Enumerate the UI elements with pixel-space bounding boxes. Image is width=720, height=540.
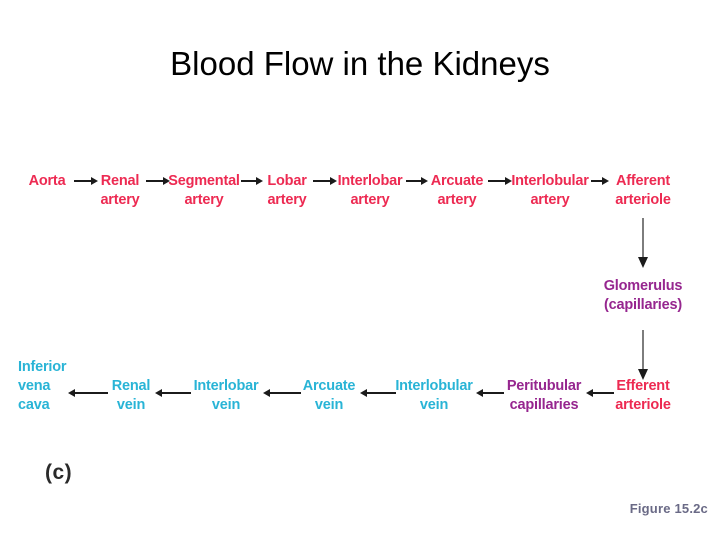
node-interlobular-vein: Interlobular vein [390,377,478,415]
node-line: arteriole [615,397,671,413]
node-glomerulus: Glomerulus (capillaries) [590,277,696,315]
node-line: Interlobar [337,173,403,189]
panel-label-c: (c) [45,461,73,484]
arrow-renal-vein-to-inferior-vena-cava [68,388,108,397]
node-line: vein [314,397,344,413]
node-line: vein [419,397,449,413]
node-line: arteriole [615,192,671,208]
node-line: cava [18,397,50,413]
node-line: Arcuate [302,378,356,394]
node-interlobar-artery: Interlobar artery [331,172,409,210]
node-line: Afferent [616,173,670,189]
node-interlobular-artery: Interlobular artery [506,172,594,210]
node-line: vein [116,397,146,413]
arrow-peritubular-capillaries-to-interlobular-vein [476,388,504,397]
node-line: Interlobular [511,173,589,189]
arrow-interlobular-artery-to-afferent-arteriole [591,176,609,185]
node-line: Peritubular [506,378,582,394]
page-title: Blood Flow in the Kidneys [170,45,550,82]
node-line: Interlobar [193,378,259,394]
node-line: artery [267,192,307,208]
node-line: (capillaries) [604,297,682,313]
node-line: Lobar [267,173,307,189]
node-line: Efferent [616,378,670,394]
node-arcuate-vein: Arcuate vein [296,377,362,415]
node-line: Aorta [28,173,66,189]
arrow-interlobar-to-arcuate-artery [406,176,428,185]
node-line: Segmental [168,173,240,189]
node-peritubular-capillaries: Peritubular capillaries [498,377,590,415]
arrow-segmental-to-lobar-artery [241,176,263,185]
arrow-aorta-to-renal-artery [74,176,98,185]
node-line: Glomerulus [603,278,683,294]
node-line: artery [530,192,570,208]
node-lobar-artery: Lobar artery [259,172,315,210]
arrow-glomerulus-to-efferent-arteriole [638,330,649,380]
arrow-interlobular-vein-to-arcuate-vein [360,388,396,397]
node-aorta: Aorta [20,172,74,191]
node-arcuate-artery: Arcuate artery [424,172,490,210]
node-afferent-arteriole: Afferent arteriole [605,172,681,210]
arrow-interlobar-vein-to-renal-vein [155,388,191,397]
node-interlobar-vein: Interlobar vein [186,377,266,415]
arrow-efferent-arteriole-to-peritubular-capillaries [586,388,614,397]
node-line: Interlobular [395,378,473,394]
arrow-arcuate-to-interlobular-artery [488,176,512,185]
node-line: Renal [111,378,151,394]
node-line: vena [18,378,51,394]
node-line: capillaries [509,397,579,413]
arrow-afferent-arteriole-to-glomerulus [638,218,649,268]
node-line: artery [100,192,140,208]
figure-caption: Figure 15.2c [629,501,708,516]
node-renal-vein: Renal vein [103,377,159,415]
node-efferent-arteriole: Efferent arteriole [604,377,682,415]
node-line: vein [211,397,241,413]
arrow-lobar-to-interlobar-artery [313,176,337,185]
node-renal-artery: Renal artery [92,172,148,210]
node-line: artery [184,192,224,208]
arrow-renal-to-segmental-artery [146,176,170,185]
arrow-arcuate-vein-to-interlobar-vein [263,388,301,397]
node-inferior-vena-cava: Inferior vena cava [18,358,90,415]
node-line: Inferior [18,359,67,375]
node-line: Arcuate [430,173,484,189]
node-line: artery [350,192,390,208]
node-segmental-artery: Segmental artery [164,172,244,210]
node-line: artery [437,192,477,208]
node-line: Renal [100,173,140,189]
